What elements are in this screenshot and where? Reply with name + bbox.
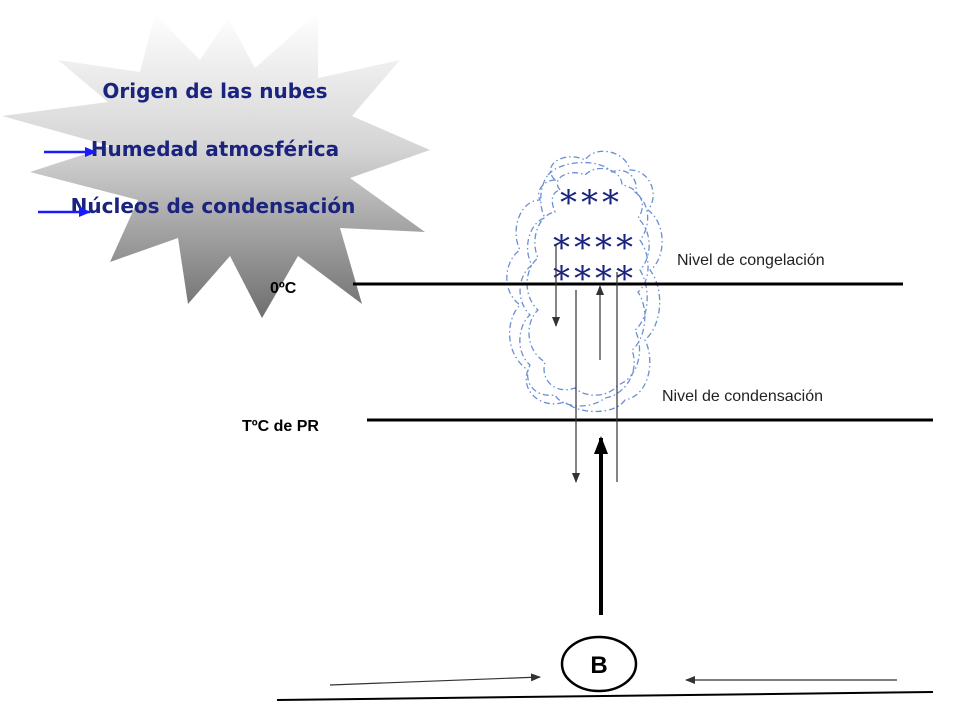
snow-row-3: **** bbox=[553, 259, 637, 299]
convergence-arrow-left bbox=[329, 673, 541, 686]
star-item-humidity: Humedad atmosférica bbox=[91, 137, 339, 161]
cloud-outline bbox=[506, 150, 663, 413]
star-item-nuclei: Núcleos de condensación bbox=[71, 194, 356, 218]
dew-point-label: TºC de PR bbox=[242, 418, 319, 435]
snow-row-2: **** bbox=[553, 228, 637, 268]
star-title: Origen de las nubes bbox=[102, 79, 327, 103]
zero-degree-label: 0ºC bbox=[270, 280, 297, 297]
freezing-level-label: Nivel de congelación bbox=[677, 252, 825, 269]
low-pressure-label: B bbox=[590, 652, 607, 679]
ground-line bbox=[276, 691, 934, 701]
starburst-shape bbox=[2, 12, 430, 318]
snow-row-1: *** bbox=[560, 183, 623, 223]
low-pressure-circle bbox=[560, 635, 638, 693]
condensation-level-label: Nivel de condensación bbox=[662, 388, 823, 405]
